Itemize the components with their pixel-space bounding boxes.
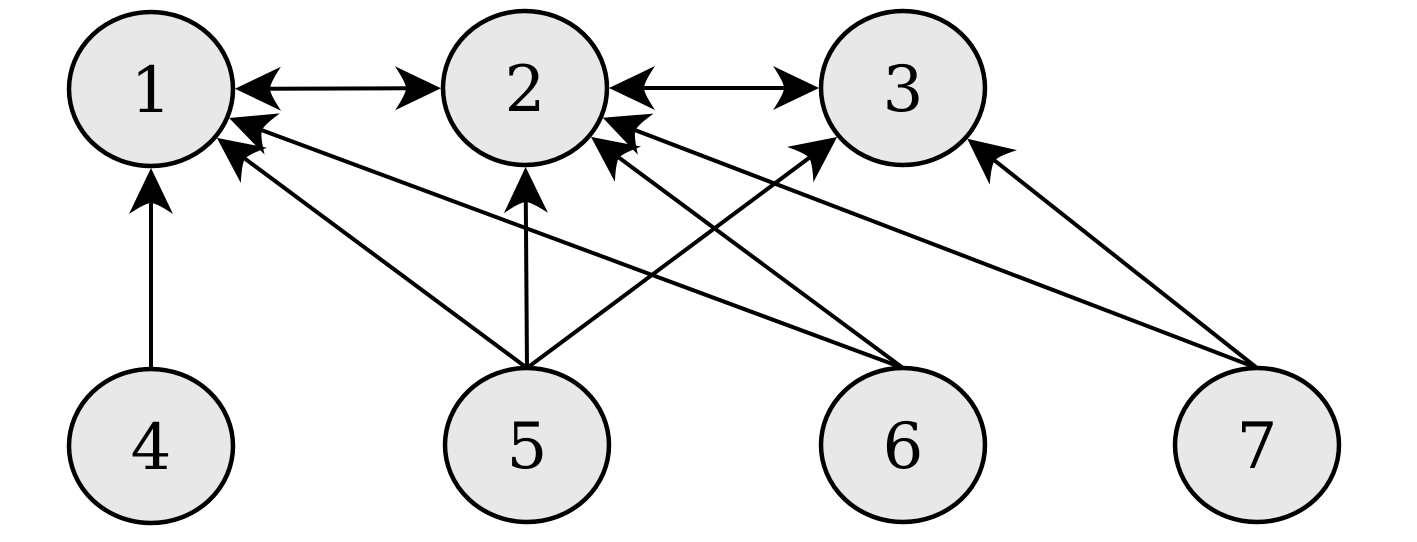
arrowhead-into-1 (235, 66, 282, 111)
node-7-label: 7 (1237, 410, 1278, 484)
edge-line-7-2 (634, 128, 1258, 370)
node-5-label: 5 (507, 410, 548, 484)
edge-1-2 (235, 66, 441, 111)
arrowhead-into-2 (602, 113, 654, 155)
node-4: 4 (66, 366, 236, 526)
arrowhead-into-1 (229, 113, 280, 155)
edge-7-2 (602, 113, 1258, 370)
node-4-circle (66, 366, 236, 526)
edge-2-3 (609, 66, 819, 110)
node-6-circle (818, 365, 988, 525)
node-1-circle (66, 9, 236, 169)
node-2: 2 (440, 8, 610, 168)
arrowhead-into-3 (967, 138, 1017, 185)
node-layer: 1 2 3 4 5 6 7 (66, 8, 1342, 526)
arrowhead-into-1 (216, 137, 267, 183)
arrowhead-into-2 (394, 66, 441, 111)
node-5: 5 (442, 365, 612, 525)
edge-line-5-3 (525, 156, 811, 370)
node-1: 1 (66, 9, 236, 169)
node-2-circle (440, 8, 610, 168)
node-2-label: 2 (505, 53, 546, 127)
edge-line-6-2 (617, 156, 905, 370)
node-7: 7 (1172, 365, 1342, 525)
node-3-circle (818, 8, 988, 168)
node-3-label: 3 (883, 53, 924, 127)
node-6-label: 6 (883, 410, 924, 484)
node-5-circle (442, 365, 612, 525)
edge-7-3 (967, 138, 1259, 370)
arrowhead-into-2 (591, 136, 641, 182)
edge-5-3 (525, 137, 838, 370)
arrowhead-into-2 (503, 167, 548, 214)
node-6: 6 (818, 365, 988, 525)
node-7-circle (1172, 365, 1342, 525)
node-1-label: 1 (131, 54, 172, 128)
edge-line-6-1 (261, 128, 904, 370)
arrowhead-into-2 (609, 66, 655, 110)
node-3: 3 (818, 8, 988, 168)
edge-line-5-1 (243, 157, 529, 370)
node-4-label: 4 (131, 411, 172, 485)
edge-5-1 (216, 137, 529, 370)
edge-6-1 (229, 113, 904, 370)
edge-line-7-3 (993, 159, 1259, 370)
edge-6-2 (591, 136, 905, 370)
edge-5-2 (503, 167, 548, 369)
arrowhead-into-1 (129, 168, 173, 214)
arrowhead-into-3 (773, 66, 819, 110)
arrowhead-into-3 (787, 137, 838, 183)
edge-4-1 (129, 168, 173, 369)
edge-layer (129, 66, 1259, 370)
